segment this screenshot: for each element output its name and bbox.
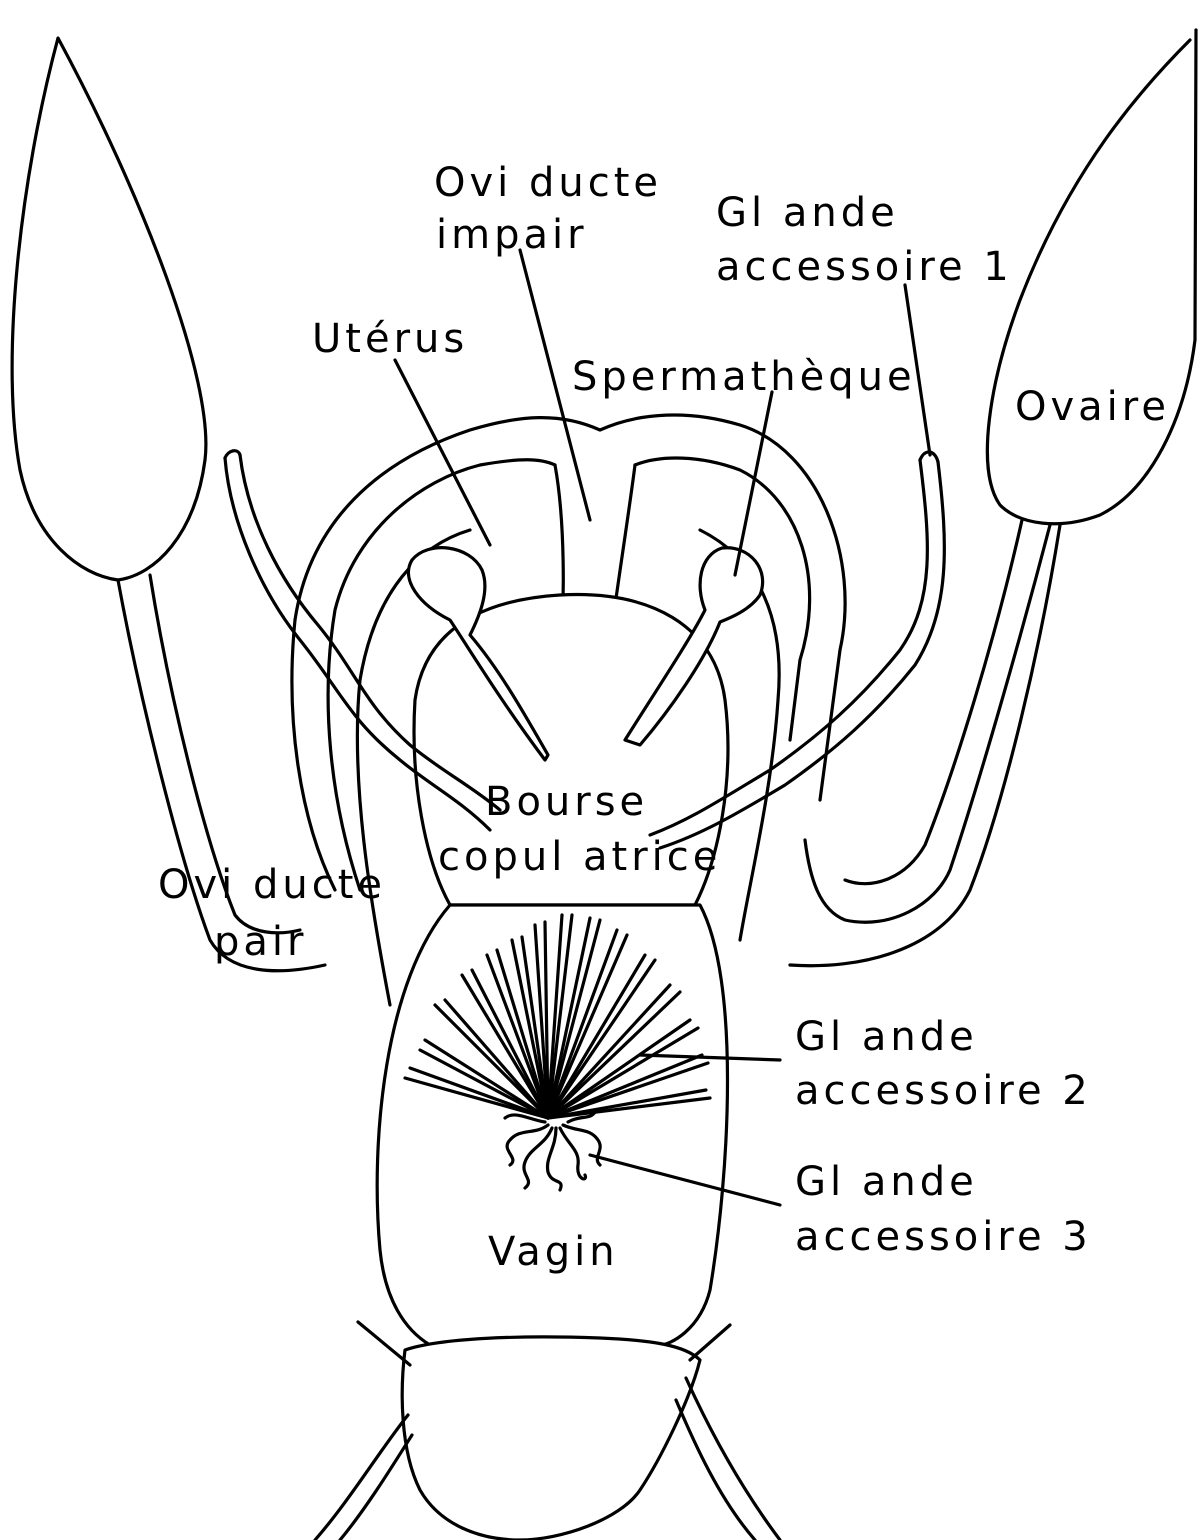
label-bourse-2: copul atrice	[438, 834, 721, 880]
label-ovaire: Ovaire	[1015, 384, 1170, 430]
label-vagin: Vagin	[488, 1229, 619, 1275]
label-glande-3-line1: Gl ande	[795, 1159, 978, 1205]
vagin	[377, 905, 727, 1345]
left-ovary	[12, 38, 325, 971]
terminal-segment	[315, 1322, 780, 1540]
label-oviducte-pair-1: Ovi ducte	[158, 862, 386, 908]
label-glande-2-line1: Gl ande	[795, 1014, 978, 1060]
label-glande-3-line2: accessoire 3	[795, 1214, 1092, 1260]
label-bourse-1: Bourse	[485, 779, 648, 825]
label-uterus: Utérus	[312, 316, 468, 362]
right-ovary	[790, 30, 1196, 966]
label-oviducte-impair-2: impair	[436, 212, 588, 258]
label-spermatheque: Spermathèque	[572, 354, 916, 400]
label-oviducte-pair-2: pair	[214, 919, 307, 965]
label-oviducte-impair-1: Ovi ducte	[434, 160, 662, 206]
label-glande-1-line2: accessoire 1	[716, 244, 1013, 290]
label-glande-2-line2: accessoire 2	[795, 1068, 1092, 1114]
label-glande-1-line1: Gl ande	[716, 190, 899, 236]
